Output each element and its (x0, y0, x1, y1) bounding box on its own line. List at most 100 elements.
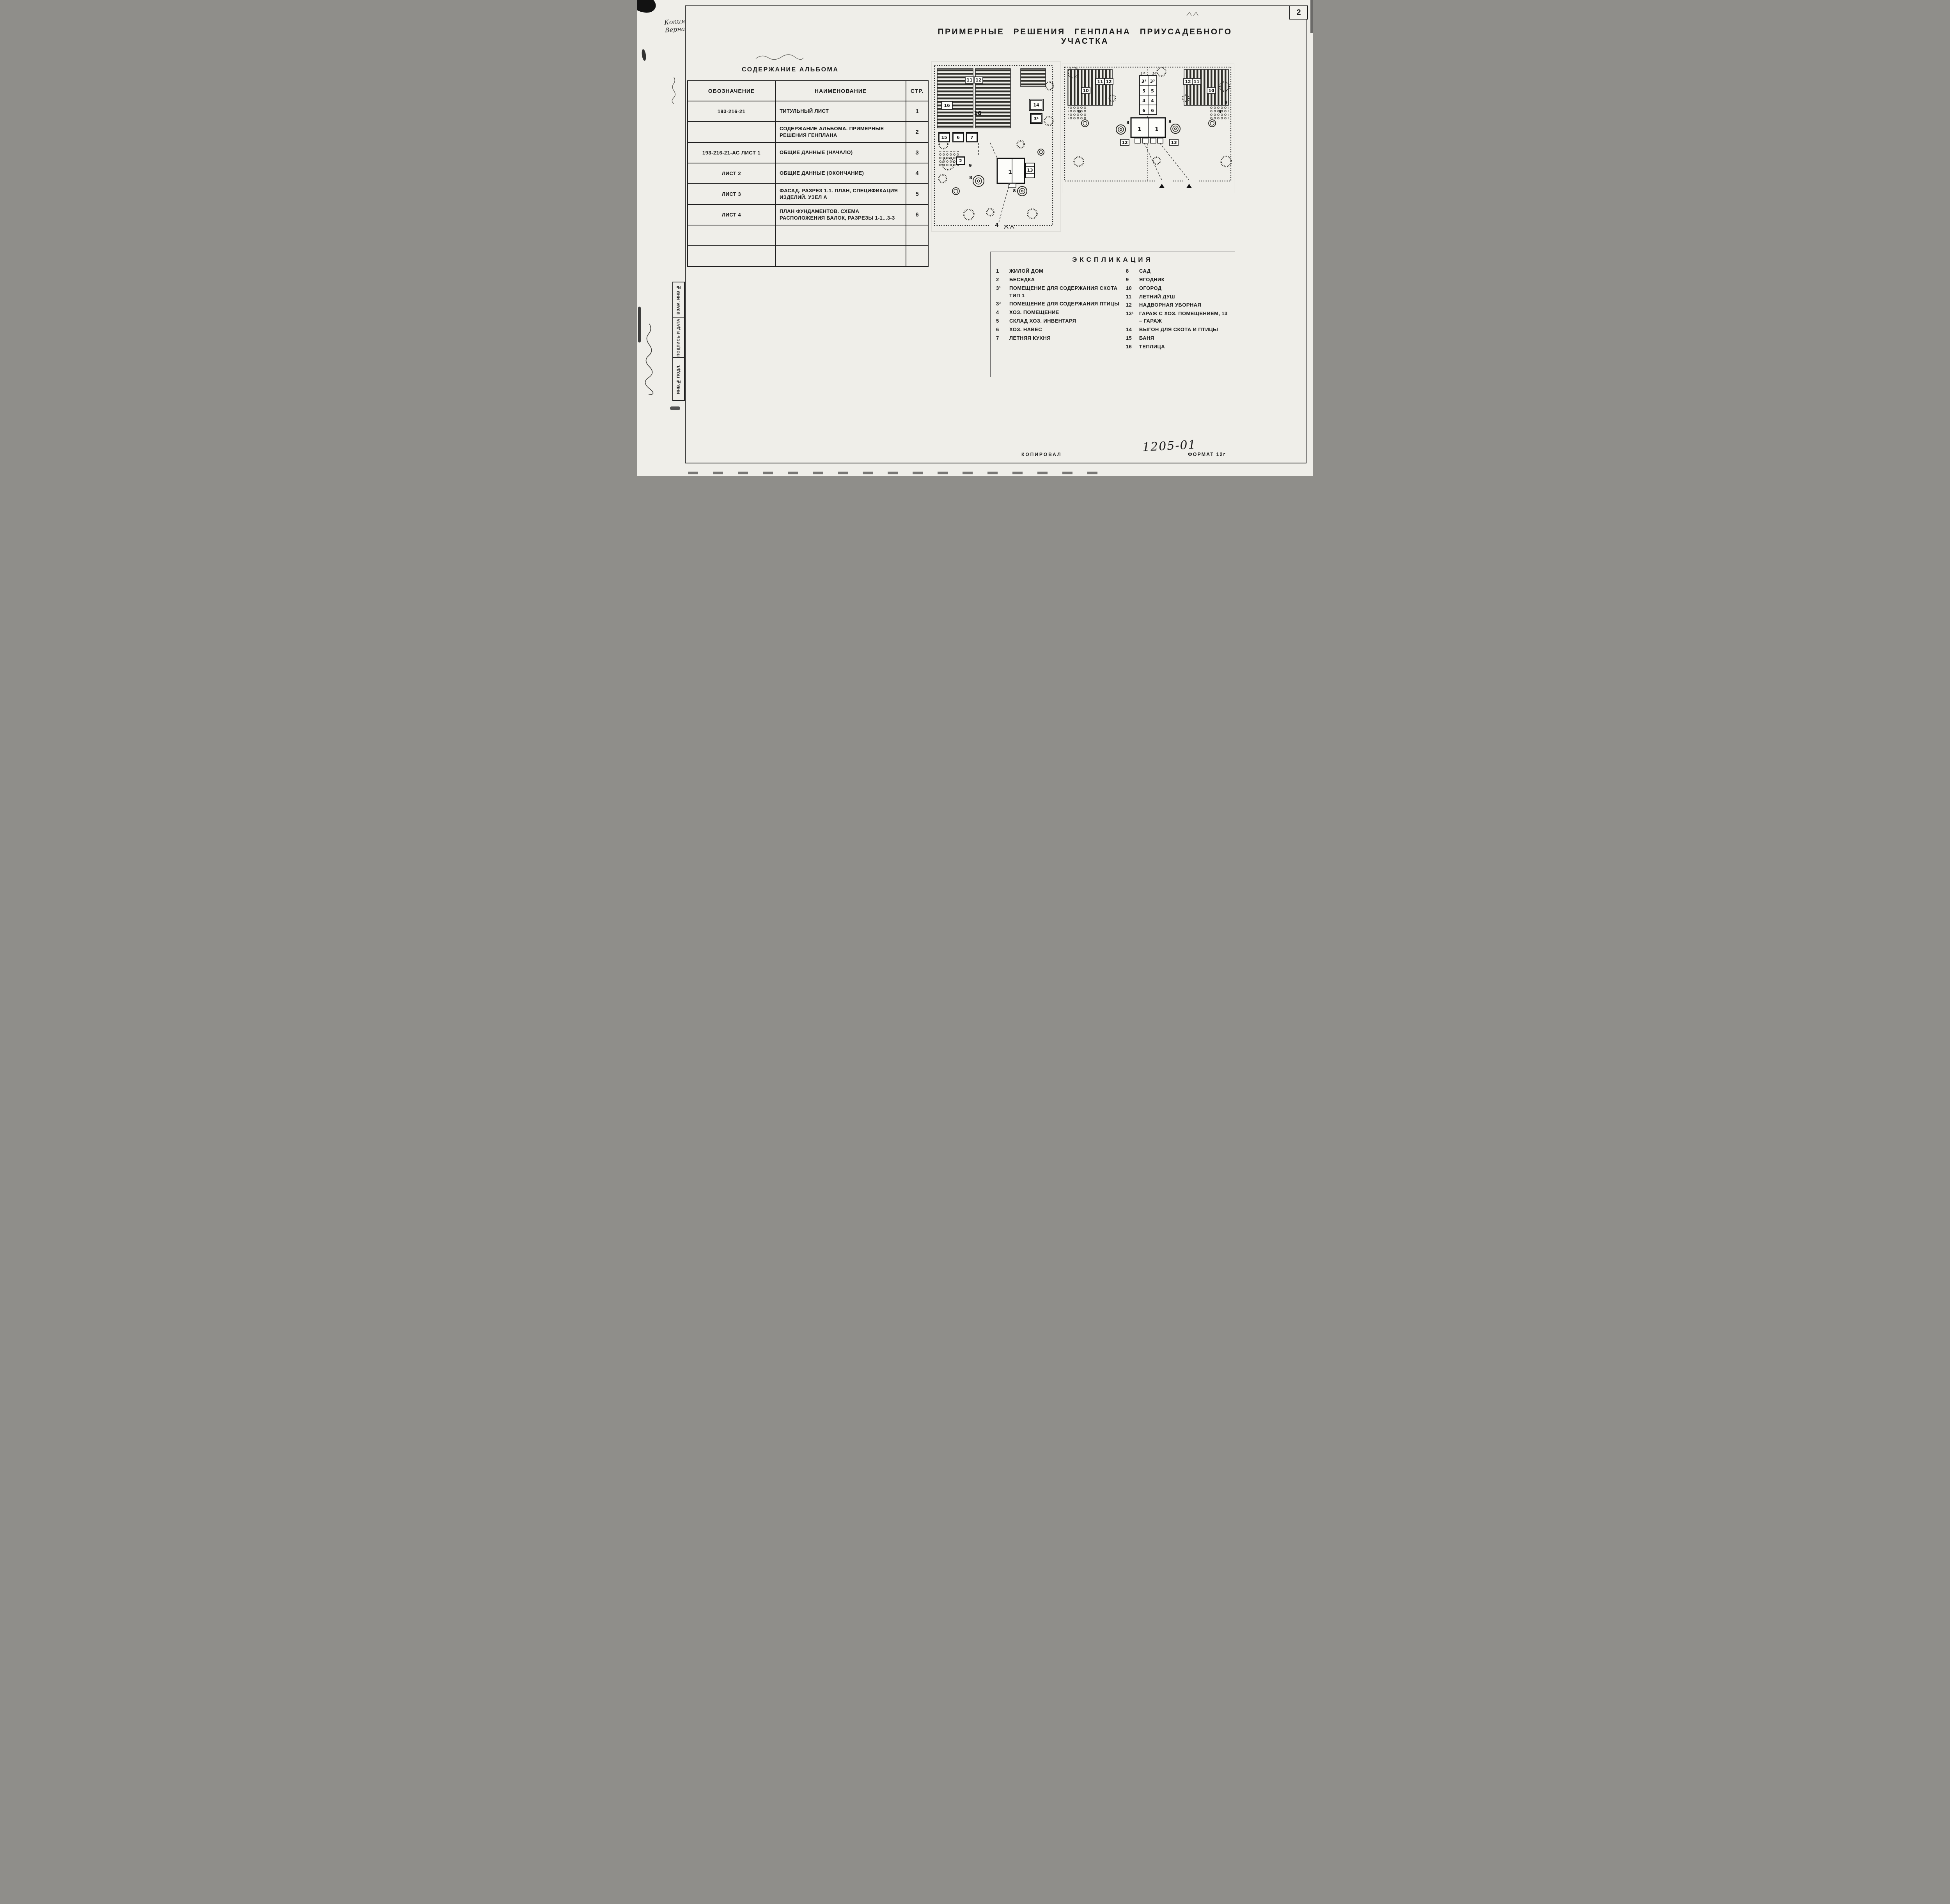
plan-label: 5 (1151, 89, 1154, 94)
contents-cell-page: 3 (906, 142, 929, 163)
pencil-mark (1186, 11, 1198, 16)
svg-text:12: 12 (1122, 140, 1127, 145)
explication-item-label: СКЛАД ХОЗ. ИНВЕНТАРЯ (1009, 318, 1076, 324)
svg-text:12: 12 (975, 78, 981, 83)
explication-item-label: ЖИЛОЙ ДОМ (1009, 268, 1044, 274)
svg-text:16: 16 (944, 103, 950, 108)
explication-item-label: БЕСЕДКА (1009, 276, 1035, 282)
stamp-vzam-inv: ВЗАМ. ИНВ № (672, 282, 685, 318)
trees (938, 81, 1054, 220)
pencil-scribble (755, 54, 804, 60)
sheet-number: 2 (1289, 5, 1308, 20)
plan-label: 3³ (1150, 79, 1155, 84)
contents-cell-designation: ЛИСТ 2 (687, 163, 776, 184)
stamp-column: ВЗАМ. ИНВ № ПОДПИСЬ И ДАТА ИНВ.№ ПОДЛ. (672, 282, 685, 401)
paths (978, 142, 1010, 223)
plan-label: 3³ (1142, 79, 1147, 84)
explication-item-number: 14 (1126, 326, 1132, 332)
contents-table: ОБОЗНАЧЕНИЕ НАИМЕНОВАНИЕ СТР. 193-216-21… (687, 80, 929, 267)
scanned-sheet: 2 Копия Верна ПРИМЕРНЫЕ РЕШЕНИЯ ГЕНПЛАНА… (637, 0, 1313, 476)
svg-text:4: 4 (1142, 98, 1145, 103)
plan-label: 9 (1078, 109, 1081, 114)
scan-artifact (637, 0, 658, 15)
plan-label: 5 (1142, 89, 1145, 94)
svg-text:8: 8 (1126, 120, 1129, 125)
plan-label: 14 (1140, 72, 1145, 76)
plan-label: 8 (1126, 120, 1129, 125)
svg-text:5: 5 (1142, 89, 1145, 94)
copied-label: КОПИРОВАЛ (1021, 452, 1062, 457)
svg-text:3³: 3³ (1150, 79, 1155, 84)
explication-item-number: 2 (996, 276, 999, 282)
contents-header-designation: ОБОЗНАЧЕНИЕ (687, 80, 776, 101)
svg-text:1: 1 (1008, 169, 1012, 176)
contents-cell-name: ПЛАН ФУНДАМЕНТОВ. СХЕМА РАСПОЛОЖЕНИЯ БАЛ… (775, 204, 906, 225)
explication-item-number: 11 (1126, 293, 1132, 300)
plan-label: 3¹ (1031, 114, 1042, 123)
svg-text:1: 1 (1155, 126, 1159, 133)
explication-item-number: 1 (996, 268, 999, 274)
contents-cell-designation: ЛИСТ 3 (687, 183, 776, 205)
explication-item-label: НАДВОРНАЯ УБОРНАЯ (1139, 302, 1202, 308)
plan-label: 8 (1013, 188, 1016, 193)
contents-cell-page: 6 (906, 204, 929, 225)
svg-text:4: 4 (995, 222, 999, 229)
svg-text:11: 11 (1097, 79, 1103, 84)
svg-text:3³: 3³ (1142, 79, 1147, 84)
contents-cell-page (906, 225, 929, 246)
contents-cell-name: ОБЩИЕ ДАННЫЕ (НАЧАЛО) (775, 142, 906, 163)
scan-streaks (688, 472, 1097, 474)
svg-text:4: 4 (1151, 98, 1154, 103)
plan-label: 6 (1151, 108, 1154, 113)
explication-item-label: ХОЗ. НАВЕС (1009, 326, 1042, 332)
explication-item-number: 9 (1126, 276, 1129, 282)
plan-label: 1 (1138, 126, 1142, 133)
explication-item: 13¹ ГАРАЖ С ХОЗ. ПОМЕЩЕНИЕМ, 13 – ГАРАЖ (1126, 310, 1229, 325)
explication-item-label: ГАРАЖ С ХОЗ. ПОМЕЩЕНИЕМ, 13 – ГАРАЖ (1139, 311, 1228, 324)
svg-text:9: 9 (969, 163, 972, 168)
svg-text:10: 10 (1208, 88, 1214, 93)
contents-cell-designation (687, 121, 776, 143)
contents-heading: СОДЕРЖАНИЕ АЛЬБОМА (742, 66, 839, 73)
contents-cell-page (906, 245, 929, 267)
svg-text:10: 10 (974, 110, 982, 117)
explication-item-label: ЛЕТНЯЯ КУХНЯ (1009, 335, 1051, 341)
contents-cell-name: ТИТУЛЬНЫЙ ЛИСТ (775, 101, 906, 122)
explication-item-label: ЛЕТНИЙ ДУШ (1139, 293, 1175, 300)
plan-label: 14 (1152, 72, 1157, 76)
contents-cell-designation: 193-216-21 (687, 101, 776, 122)
svg-text:9: 9 (1078, 109, 1081, 114)
plan-label: 7 (966, 133, 977, 142)
contents-cell-designation: 193-216-21-АС ЛИСТ 1 (687, 142, 776, 163)
contents-cell-page: 2 (906, 121, 929, 143)
explication-item-number: 16 (1126, 343, 1132, 350)
explication-item-number: 12 (1126, 302, 1132, 308)
plan-label: 4 (1142, 98, 1145, 103)
contents-cell-designation (687, 225, 776, 246)
svg-text:11: 11 (1193, 79, 1199, 84)
explication-item-number: 13¹ (1126, 311, 1134, 317)
plan-label: 11 (1096, 78, 1105, 85)
explication-item: 11 ЛЕТНИЙ ДУШ (1126, 293, 1229, 301)
contents-cell-name (775, 225, 906, 246)
plan-label: 9 (1218, 109, 1221, 114)
margin-stamp-marks (672, 77, 675, 104)
drawing-frame (685, 5, 1306, 463)
scan-artifact (638, 307, 641, 342)
contents-cell-page: 1 (906, 101, 929, 122)
contents-cell-page: 4 (906, 163, 929, 184)
